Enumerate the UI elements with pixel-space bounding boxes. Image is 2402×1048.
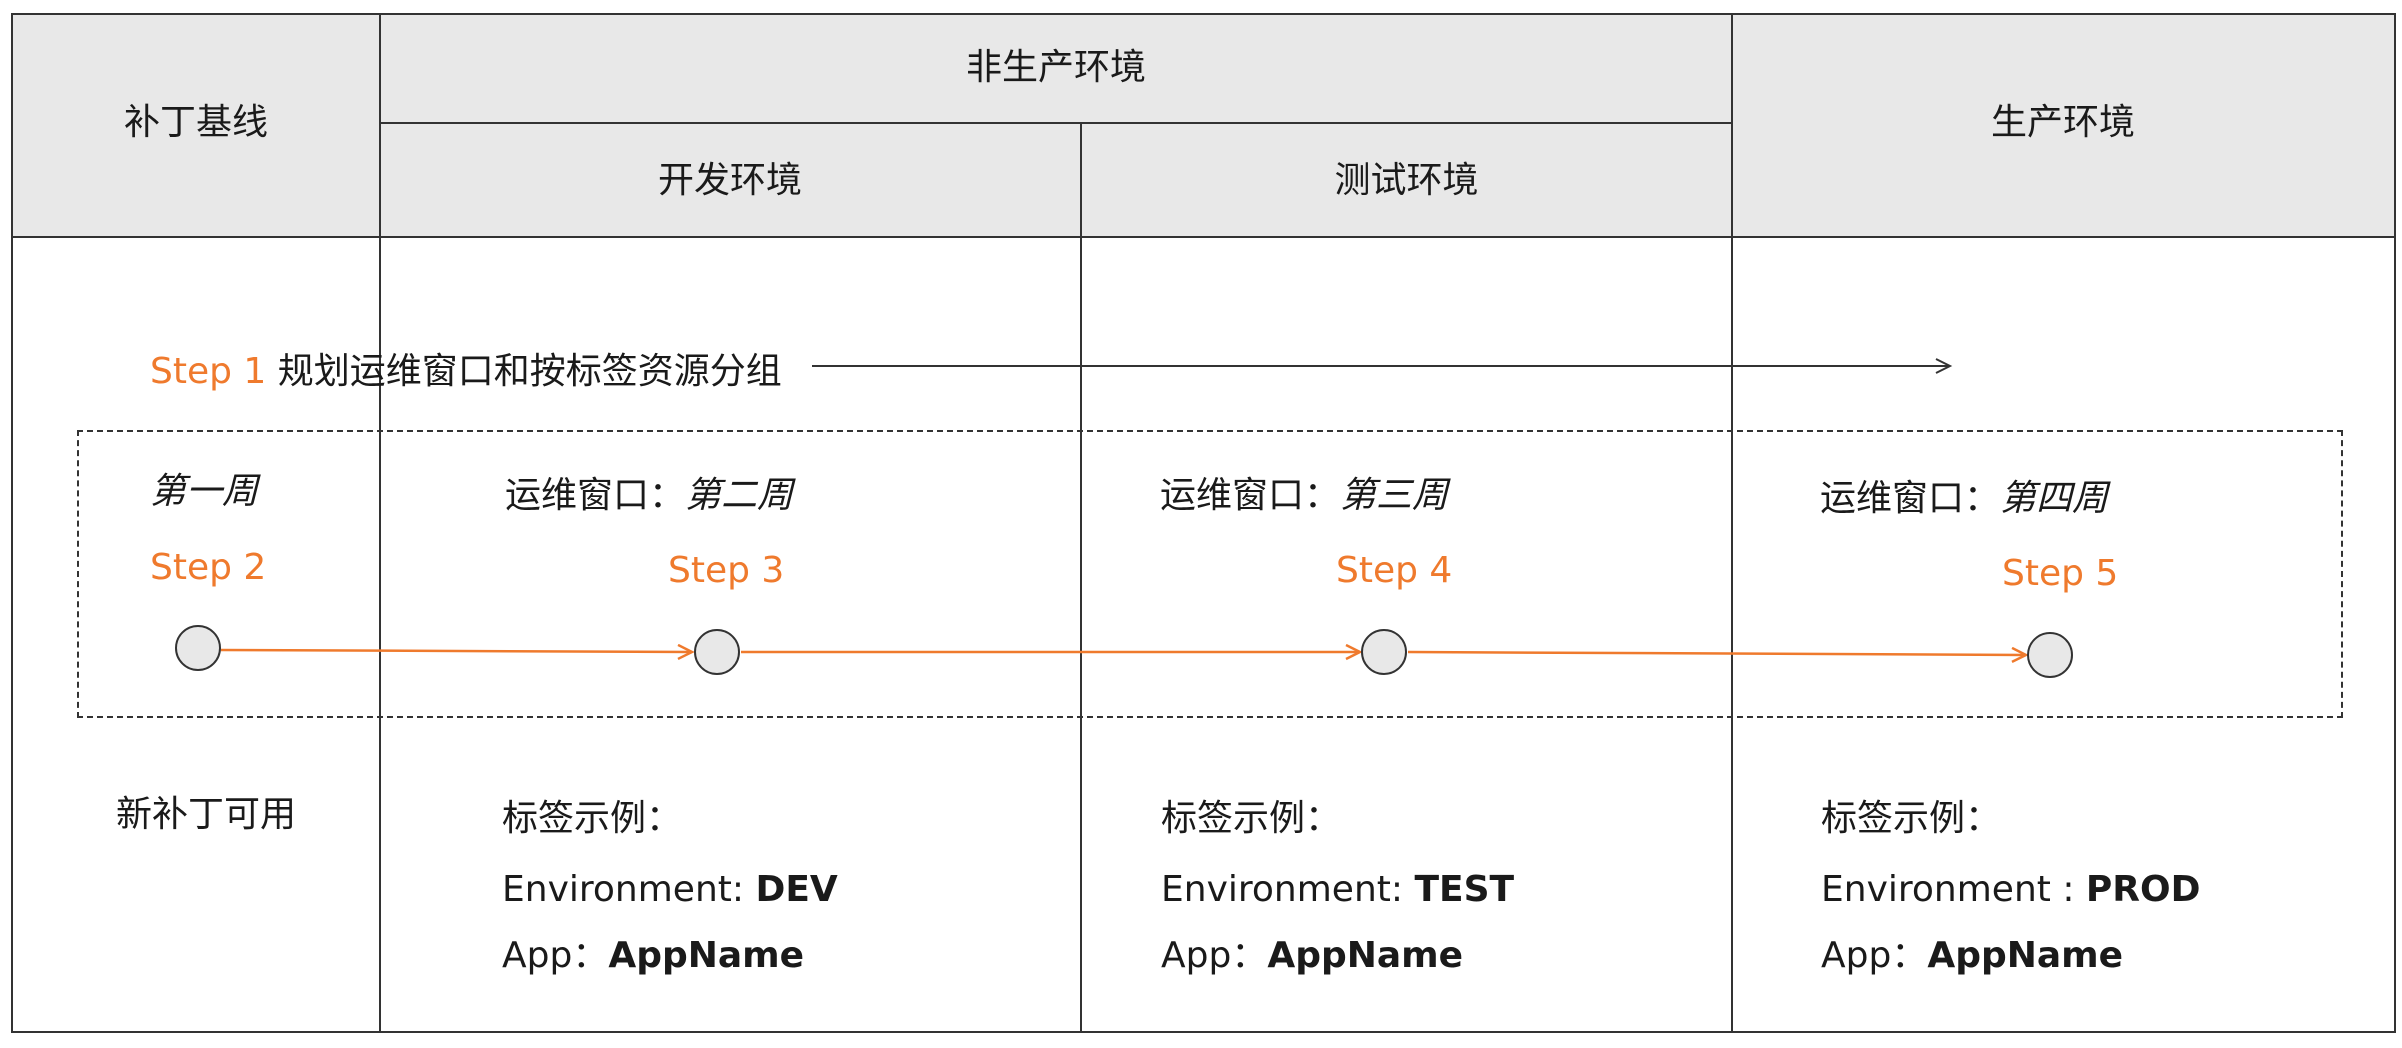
header-prod-env: 生产环境 xyxy=(1990,102,2135,143)
prod-tag-app: App：AppName xyxy=(1821,938,2123,974)
header-dev-env: 开发环境 xyxy=(657,160,802,201)
maintenance-window-box xyxy=(77,430,2343,718)
test-env-key: Environment: xyxy=(1161,869,1415,910)
step1-label: Step 1 xyxy=(150,351,267,392)
week2-label: 运维窗口：第二周 xyxy=(505,478,793,514)
column-divider-3 xyxy=(1731,13,1733,1033)
column-divider-1 xyxy=(379,13,381,1033)
prod-env-value: PROD xyxy=(2085,869,2201,910)
column-divider-2 xyxy=(1080,123,1082,1033)
week3-week: 第三周 xyxy=(1340,475,1449,516)
test-app-key: App： xyxy=(1161,935,1268,976)
test-env-value: TEST xyxy=(1414,869,1515,910)
week3-prefix: 运维窗口： xyxy=(1160,475,1341,516)
dev-tag-title: 标签示例： xyxy=(502,798,683,839)
prod-tag-env: Environment : PROD xyxy=(1821,872,2200,908)
dev-app-value: AppName xyxy=(608,935,805,976)
week1-label: 第一周 xyxy=(150,471,259,512)
prod-tag-title: 标签示例： xyxy=(1821,798,2002,839)
arrow-week3-week4 xyxy=(1407,652,2026,655)
header-patch-baseline: 补丁基线 xyxy=(123,102,268,143)
prod-app-key: App： xyxy=(1821,935,1928,976)
header-bottom-border xyxy=(12,236,2396,238)
node-week3 xyxy=(1361,629,1407,675)
dev-env-key: Environment: xyxy=(502,869,756,910)
node-week4 xyxy=(2027,632,2073,678)
step2-label: Step 2 xyxy=(150,547,267,588)
step1-text: 规划运维窗口和按标签资源分组 xyxy=(277,351,782,392)
dev-env-value: DEV xyxy=(755,869,838,910)
header-background xyxy=(12,14,2394,237)
node-week1 xyxy=(175,625,221,671)
test-app-value: AppName xyxy=(1267,935,1464,976)
header-nonprod-env: 非生产环境 xyxy=(965,47,1146,88)
step4-label: Step 4 xyxy=(1336,550,1453,591)
table-right-border xyxy=(2394,13,2396,1033)
week3-label: 运维窗口：第三周 xyxy=(1160,478,1448,514)
test-tag-env: Environment: TEST xyxy=(1161,872,1514,908)
arrow-week1-week2 xyxy=(220,650,692,652)
dev-app-key: App： xyxy=(502,935,609,976)
step5-label: Step 5 xyxy=(2002,553,2119,594)
prod-app-value: AppName xyxy=(1927,935,2124,976)
week4-week: 第四周 xyxy=(2000,478,2109,519)
week2-week: 第二周 xyxy=(685,475,794,516)
table-left-border xyxy=(11,13,13,1033)
week4-label: 运维窗口：第四周 xyxy=(1820,481,2108,517)
dev-tag-app: App：AppName xyxy=(502,938,804,974)
step3-label: Step 3 xyxy=(668,550,785,591)
node-week2 xyxy=(694,629,740,675)
table-bottom-border xyxy=(12,1031,2396,1033)
week4-prefix: 运维窗口： xyxy=(1820,478,2001,519)
dev-tag-env: Environment: DEV xyxy=(502,872,838,908)
header-divider xyxy=(380,122,1732,124)
week2-prefix: 运维窗口： xyxy=(505,475,686,516)
new-patch-available: 新补丁可用 xyxy=(116,794,297,835)
test-tag-title: 标签示例： xyxy=(1161,798,1342,839)
test-tag-app: App：AppName xyxy=(1161,938,1463,974)
prod-env-key: Environment : xyxy=(1821,869,2086,910)
header-test-env: 测试环境 xyxy=(1334,160,1479,201)
table-top-border xyxy=(12,13,2396,15)
step1-row: Step 1 规划运维窗口和按标签资源分组 xyxy=(150,354,782,390)
